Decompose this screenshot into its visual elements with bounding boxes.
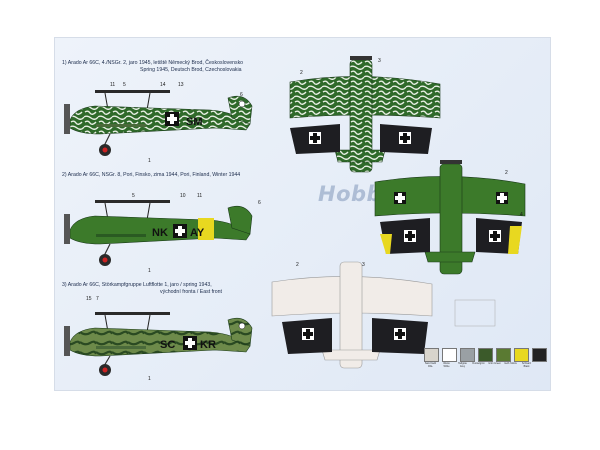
swatch-label-7: Schwarz Black <box>521 362 532 368</box>
swatch-4 <box>478 348 493 362</box>
callout-10: 10 <box>180 193 186 199</box>
aircraft-1-top-view <box>289 56 441 173</box>
swatch-7 <box>532 348 547 362</box>
swatch-label-1: Sand Gelb RAL <box>424 362 437 368</box>
callout-7: 11 <box>110 82 116 88</box>
code-kr: KR <box>200 339 216 351</box>
detail-inset <box>454 299 496 327</box>
aircraft-3-underside-wings <box>282 318 428 354</box>
aircraft-2-underside-wings <box>380 218 522 254</box>
swatch-2 <box>442 348 457 362</box>
swatch-6 <box>514 348 529 362</box>
code-ay: AY <box>190 227 205 239</box>
callout-13: 13 <box>178 82 184 88</box>
callout-2-top: 2 <box>300 70 303 76</box>
callout-6: 6 <box>240 92 243 98</box>
swatch-5 <box>496 348 511 362</box>
callout-11: 11 <box>197 193 203 199</box>
aircraft-1-side-profile: SM <box>64 90 253 156</box>
callout-14: 14 <box>160 82 166 88</box>
callout-5: 5 <box>123 82 126 88</box>
swatch-1 <box>424 348 439 362</box>
callout-5b: 5 <box>132 193 135 199</box>
callout-1: 1 <box>148 158 151 164</box>
aircraft-2-top-view <box>374 160 526 275</box>
callout-2b: 2 <box>505 170 508 176</box>
caption-aircraft-2: 2) Arado Ar 66C, NSGr. 8, Pori, Finsko, … <box>62 172 241 178</box>
caption-aircraft-1: 1) Arado Ar 66C, 4./NSGr. 2, jaro 1945, … <box>62 60 244 73</box>
callout-7b: 7 <box>96 296 99 302</box>
swatch-3 <box>460 348 475 362</box>
callout-1c: 1 <box>148 376 151 382</box>
callout-3: 3 <box>378 58 381 64</box>
code-sc: SC <box>160 339 175 351</box>
callout-4: 4 <box>520 212 523 218</box>
callout-6b: 6 <box>258 200 261 206</box>
swatch-label-2: Weiss White <box>443 362 450 368</box>
color-swatches <box>424 348 547 362</box>
swatch-label-5: Grün Green <box>488 362 501 365</box>
aircraft-2-side-profile: NK AY <box>64 200 253 266</box>
aircraft-3-side-profile: SC KR <box>64 312 253 376</box>
swatch-label-3: Hellgrau Grey <box>458 362 467 368</box>
code-sm: SM <box>186 116 203 128</box>
callout-15: 15 <box>86 296 92 302</box>
callout-2c: 2 <box>296 262 299 268</box>
callout-3c: 3 <box>362 262 365 268</box>
swatch-labels: Sand Gelb RAL Weiss White Hellgrau Grey … <box>424 362 534 368</box>
aircraft-3-top-view <box>271 261 433 369</box>
swatch-label-4: Dunkelgrün <box>472 362 485 365</box>
caption-aircraft-3: 3) Arado Ar 66C, Störkampfgruppe Luftflo… <box>62 282 222 295</box>
callout-1b: 1 <box>148 268 151 274</box>
swatch-label-6: Gelb Yellow <box>504 362 517 365</box>
code-nk: NK <box>152 227 168 239</box>
aircraft-1-underside-wings <box>290 124 432 154</box>
